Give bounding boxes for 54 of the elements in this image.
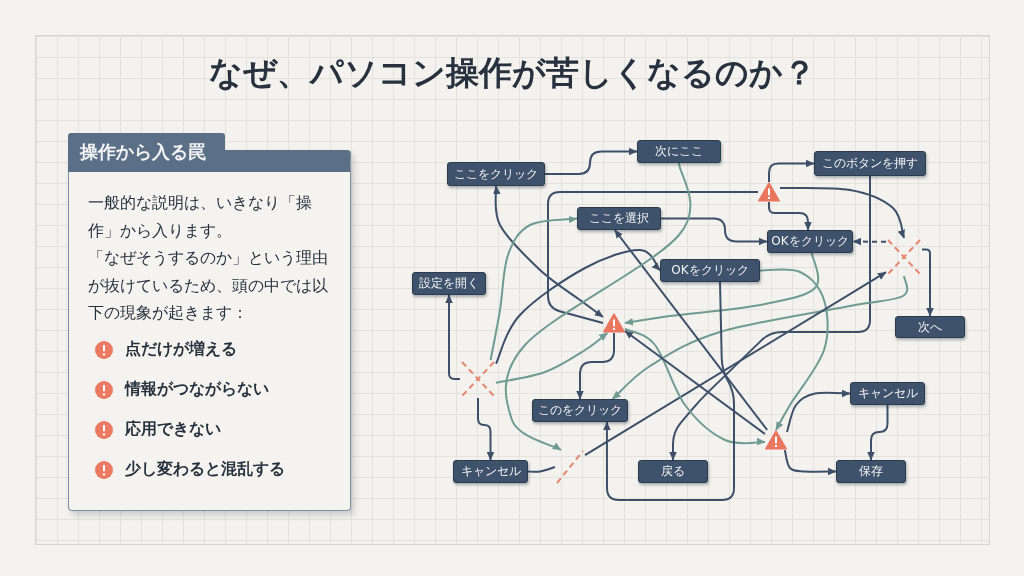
dashed-slash-icon bbox=[555, 450, 585, 484]
arrow bbox=[669, 175, 871, 461]
arrow bbox=[759, 268, 829, 431]
step-box: ここを選択 bbox=[577, 207, 661, 230]
arrow bbox=[445, 294, 461, 380]
arrow bbox=[779, 186, 906, 239]
dashed-cross-icon bbox=[460, 360, 496, 398]
warning-icon bbox=[603, 313, 625, 333]
arrow bbox=[786, 389, 851, 433]
arrow bbox=[921, 248, 934, 317]
step-box: 戻る bbox=[638, 460, 708, 483]
step-box: キャンセル bbox=[850, 382, 925, 405]
arrow bbox=[576, 332, 615, 400]
step-box: 次にここ bbox=[637, 140, 721, 163]
list-item-text: 情報がつながらない bbox=[125, 379, 269, 400]
warning-icon bbox=[765, 430, 787, 450]
arrow bbox=[613, 229, 769, 431]
description-text: 「なぜそうするのか」という理由が抜けているため、頭の中では以下の現象が起きます： bbox=[88, 247, 329, 324]
list-item-text: 少し変わると混乱する bbox=[125, 459, 285, 480]
arrow bbox=[768, 201, 812, 231]
connector-line bbox=[547, 191, 759, 324]
arrow bbox=[492, 185, 604, 318]
arrow bbox=[867, 404, 889, 461]
step-box: 保存 bbox=[836, 460, 906, 483]
arrow bbox=[660, 217, 768, 246]
arrow bbox=[544, 147, 638, 175]
dashed-cross-icon bbox=[886, 238, 922, 276]
arrow bbox=[603, 281, 735, 501]
panel-heading: 操作から入る罠 bbox=[68, 133, 225, 172]
step-box: 設定を開く bbox=[412, 272, 486, 295]
dashed-arrow bbox=[852, 237, 887, 246]
arrow bbox=[783, 449, 837, 476]
arrow bbox=[611, 275, 909, 400]
arrow bbox=[477, 397, 495, 461]
step-box: このボタンを押す bbox=[814, 151, 926, 176]
arrow bbox=[495, 249, 661, 365]
step-box: OKをクリック bbox=[660, 259, 760, 282]
arrow bbox=[584, 271, 887, 457]
arrow bbox=[489, 215, 578, 361]
arrow bbox=[504, 162, 692, 451]
step-box: このをクリック bbox=[532, 399, 628, 422]
warning-icon bbox=[758, 182, 780, 202]
step-box: ここをクリック bbox=[447, 162, 545, 186]
arrow bbox=[495, 332, 609, 384]
description-text: 一般的な説明は、いきなり「操作」から入ります。 bbox=[88, 192, 313, 242]
arrow bbox=[768, 159, 815, 183]
connector-line bbox=[527, 466, 556, 473]
step-box: 次へ bbox=[895, 316, 965, 338]
list-item-text: 点だけが増える bbox=[125, 339, 237, 360]
list-item-text: 応用できない bbox=[125, 419, 221, 440]
step-box: キャンセル bbox=[453, 460, 528, 483]
arrow bbox=[624, 252, 820, 326]
title: なぜ、パソコン操作が苦しくなるのか？ bbox=[208, 52, 816, 94]
step-box: OKをクリック bbox=[767, 230, 853, 253]
